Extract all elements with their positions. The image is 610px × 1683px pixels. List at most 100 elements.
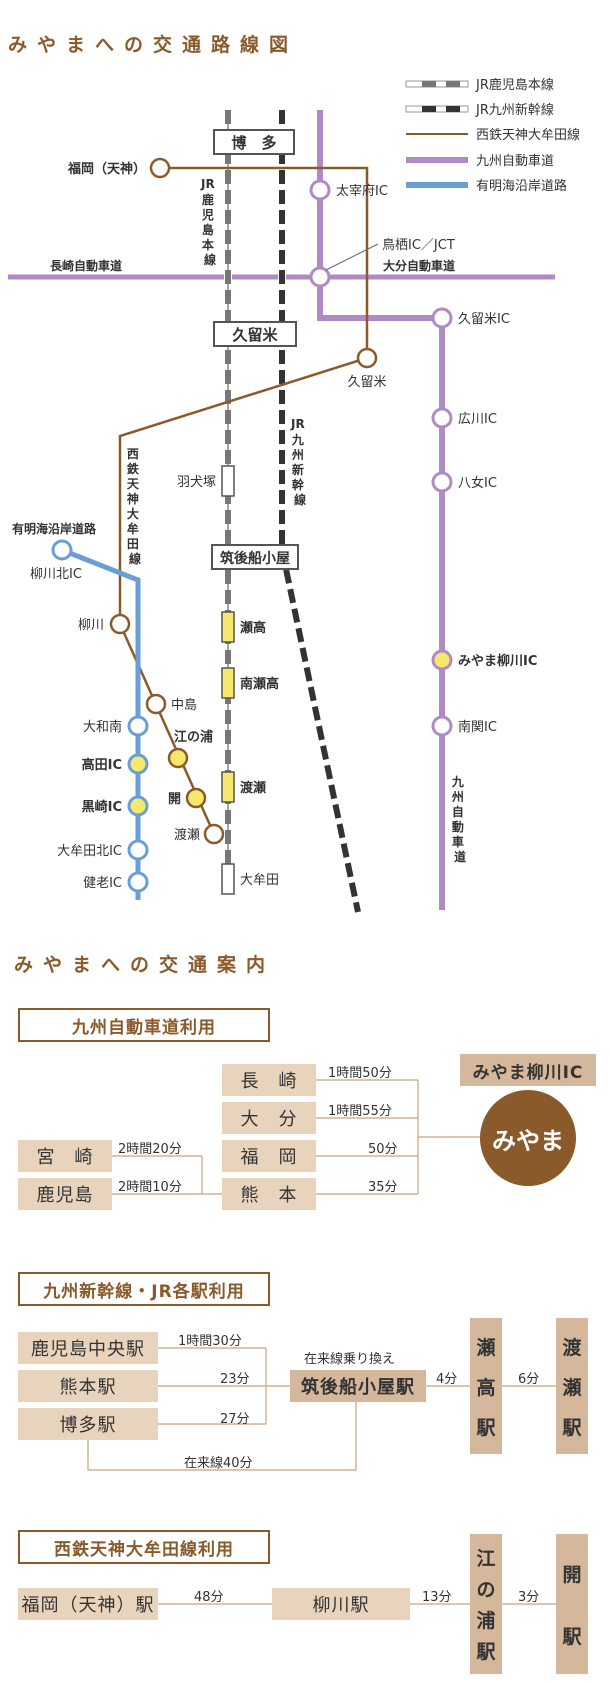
ariake-road-label: 有明海沿岸道路: [12, 521, 97, 536]
hakata-station-label: 博 多: [231, 134, 276, 152]
shinkansen-vertical-label: JR 九 州 新 幹 線: [290, 417, 309, 507]
enoura-label: 江の浦: [174, 729, 213, 745]
nishitetsu-vertical-label: 西 鉄 天 神 大 牟 田 線: [127, 447, 143, 566]
yanagawa-kita-ic: [51, 539, 73, 561]
time-fukuoka: 50分: [368, 1142, 398, 1157]
kenro-ic-label: 健老IC: [83, 876, 122, 891]
kurume-station-box: [213, 321, 297, 347]
fukuoka-tenjin-station: [149, 157, 171, 179]
setaka-char-1: 瀬: [476, 1336, 496, 1359]
omuta-kita-ic-label: 大牟田北IC: [57, 844, 122, 859]
watase-char-1: 渡: [562, 1336, 582, 1359]
time-local-line: 在来線40分: [184, 1456, 253, 1471]
minami-setaka-label: 南瀬高: [240, 676, 279, 692]
hiraki-char-1: 開: [562, 1563, 582, 1586]
ariake-road: [61, 547, 141, 900]
setaka-station-tile: 瀬 高 駅: [470, 1318, 502, 1454]
miyama-yanagawa-ic: [431, 649, 453, 671]
expressway-heading: 九州自動車道利用: [18, 1008, 270, 1042]
watase-jr-station: [221, 771, 235, 803]
hainuzuka-station: [221, 465, 235, 497]
nagasaki-expressway-label: 長崎自動車道: [50, 258, 122, 273]
miyama-destination: みやま: [480, 1090, 576, 1186]
nishitetsu-kurume-label: 久留米: [347, 375, 386, 390]
route-map: JR鹿児島本線 JR九州新幹線 西鉄天神大牟田線 九州自動車道 有明海沿岸道路 …: [8, 77, 580, 913]
origin-kagoshima: 鹿児島: [18, 1178, 112, 1210]
nishitetsu-kurume-station: [356, 347, 378, 369]
omuta-label: 大牟田: [240, 873, 279, 888]
legend-jr-kagoshima: JR鹿児島本線: [475, 77, 554, 93]
time-to-enoura: 13分: [422, 1590, 452, 1605]
legend: JR鹿児島本線 JR九州新幹線 西鉄天神大牟田線 九州自動車道 有明海沿岸道路: [405, 77, 580, 194]
time-kumamoto-station: 23分: [220, 1372, 250, 1387]
chikugo-funagoya-label: 筑後船小屋: [220, 550, 290, 567]
takata-ic-label: 高田IC: [82, 757, 122, 773]
yanagawa-label: 柳川: [78, 618, 104, 633]
yame-ic-label: 八女IC: [458, 475, 497, 491]
kurume-ic-label: 久留米IC: [458, 312, 510, 327]
nishitetsu-watase-label: 渡瀬: [174, 827, 200, 843]
enoura-station: [167, 747, 189, 769]
watase-jr-label: 渡瀬: [240, 780, 266, 796]
kyushu-expressway: [317, 110, 445, 910]
time-to-hiraki: 3分: [518, 1590, 540, 1605]
time-nagasaki: 1時間50分: [328, 1066, 392, 1081]
legend-shinkansen: JR九州新幹線: [475, 102, 554, 118]
origin-oita: 大 分: [222, 1102, 316, 1134]
shinkansen-line-south: [279, 549, 361, 913]
shinkansen-heading: 九州新幹線・JR各駅利用: [18, 1272, 270, 1306]
kurume-ic: [431, 307, 453, 329]
kurosaki-ic-label: 黒崎IC: [82, 799, 122, 815]
legend-nishitetsu: 西鉄天神大牟田線: [476, 127, 580, 143]
dazaifu-ic: [309, 179, 331, 201]
enoura-char-1: 江: [476, 1548, 496, 1570]
origin-hakata-station: 博多駅: [18, 1408, 158, 1440]
omuta-kita-ic: [127, 839, 149, 861]
origin-kumamoto: 熊 本: [222, 1178, 316, 1210]
yamatominami-ic: [127, 715, 149, 737]
nakashima-label: 中島: [171, 698, 197, 713]
takata-ic: [127, 753, 149, 775]
nishitetsu-watase-station: [203, 823, 225, 845]
kurosaki-ic: [127, 795, 149, 817]
nankan-ic-label: 南関IC: [458, 719, 497, 735]
time-kagoshima: 2時間10分: [118, 1180, 182, 1195]
kyushu-vertical-label: 九 州 自 動 車 道: [451, 774, 468, 864]
origin-nagasaki: 長 崎: [222, 1064, 316, 1096]
origin-fukuoka: 福 岡: [222, 1140, 316, 1172]
miyama-yanagawa-ic-label: みやま柳川IC: [458, 653, 537, 669]
nishitetsu-heading: 西鉄天神大牟田線利用: [18, 1530, 270, 1564]
tosu-jct-label: 鳥栖IC／JCT: [382, 238, 455, 253]
miyama-yanagawa-ic-tile: みやま柳川IC: [460, 1054, 596, 1086]
map-title: みやまへの交通路線図: [8, 34, 299, 56]
time-to-yanagawa: 48分: [194, 1590, 224, 1605]
setaka-label: 瀬高: [240, 620, 266, 636]
time-to-setaka: 4分: [436, 1372, 458, 1387]
jr-kagoshima-vertical-label: JR 鹿 児 島 本 線: [200, 177, 219, 267]
enoura-char-2: の: [476, 1579, 496, 1601]
hainuzuka-label: 羽犬塚: [177, 475, 216, 490]
guide-title: みやまへの交通案内: [14, 954, 276, 976]
time-miyazaki: 2時間20分: [118, 1142, 182, 1157]
oita-expressway-label: 大分自動車道: [383, 258, 455, 273]
kurume-station-label: 久留米: [232, 326, 278, 344]
legend-kyushu-expressway: 九州自動車道: [476, 154, 554, 169]
enoura-char-3: 浦: [476, 1610, 496, 1632]
yame-ic: [431, 471, 453, 493]
chikugo-funagoya-box: [211, 544, 299, 570]
hiraki-station: [185, 787, 207, 809]
fukuoka-tenjin-label: 福岡（天神）: [67, 161, 146, 177]
origin-fukuoka-tenjin: 福岡（天神）駅: [18, 1588, 158, 1620]
hirokawa-ic-label: 広川IC: [458, 412, 497, 427]
transfer-note: 在来線乗り換え: [304, 1352, 396, 1367]
time-oita: 1時間55分: [328, 1104, 392, 1119]
kenro-ic: [127, 871, 149, 893]
origin-kumamoto-station: 熊本駅: [18, 1370, 158, 1402]
hiraki-char-2: 駅: [562, 1625, 582, 1648]
hiraki-label: 開: [168, 792, 181, 807]
setaka-station: [221, 611, 235, 643]
setaka-char-2: 高: [476, 1376, 496, 1399]
nankan-ic: [431, 715, 453, 737]
yanagawa-kita-ic-label: 柳川北IC: [30, 567, 82, 582]
omuta-station: [221, 863, 235, 895]
